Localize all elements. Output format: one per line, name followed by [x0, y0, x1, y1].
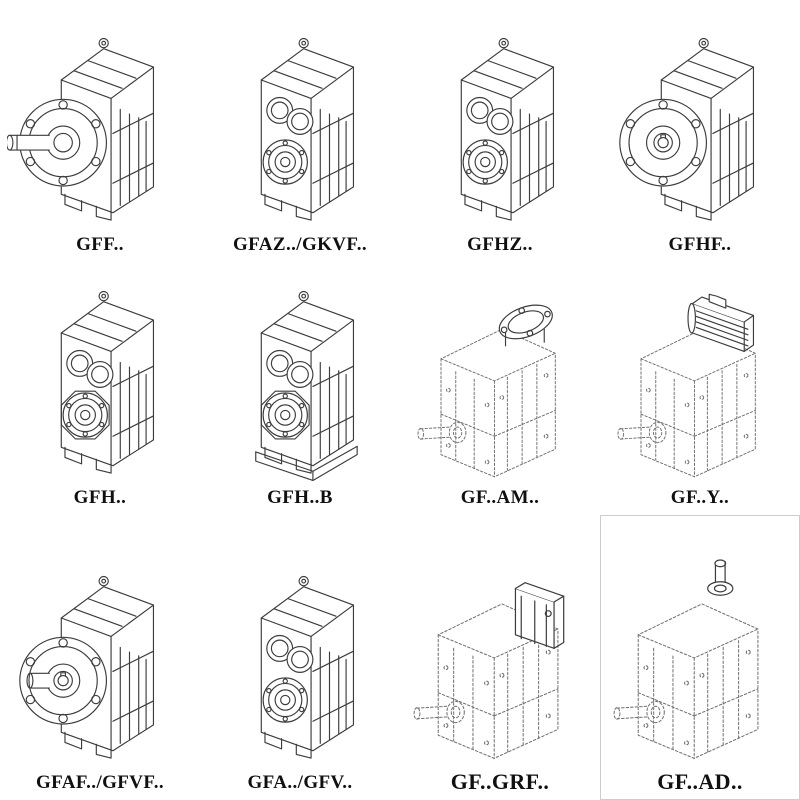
model-label: GFHF..	[668, 234, 732, 256]
catalog-item-gff: GFF..	[0, 0, 200, 262]
catalog-item-gf-grf: GF..GRF..	[400, 515, 600, 800]
model-label: GF..GRF..	[450, 768, 550, 794]
gearbox-drawing-flange-shaft-icon	[7, 38, 155, 221]
catalog-item-gfaz-gkvf: GFAZ../GKVF..	[200, 0, 400, 262]
catalog-item-gfh-b: GFH..B	[200, 262, 400, 515]
gearbox-drawing-flange-hollow-icon	[619, 38, 755, 221]
gearbox-drawing-hollow-bores-icon	[260, 38, 355, 221]
catalog-item-gf-am: GF..AM..	[400, 262, 600, 515]
catalog-item-gf-y: GF..Y..	[600, 262, 800, 515]
catalog-item-gf-ad: GF..AD..	[600, 515, 800, 800]
gearbox-drawing-shaft-mounted-icon	[260, 576, 355, 759]
model-label: GF..AD..	[657, 768, 743, 794]
catalog-item-gfhf: GFHF..	[600, 0, 800, 262]
gearbox-drawing-adapter-block-icon	[413, 581, 565, 759]
model-label: GFH..B	[267, 487, 333, 509]
model-label: GFAF../GFVF..	[35, 772, 164, 794]
model-label: GF..AM..	[460, 487, 540, 509]
model-label: GFH..	[73, 487, 127, 509]
model-label: GFA../GFV..	[247, 772, 353, 794]
gearbox-drawing-baseplate-icon	[255, 291, 358, 482]
gearbox-drawing-motor-icon	[617, 293, 756, 478]
catalog-item-gfa-gfv: GFA../GFV..	[200, 515, 400, 800]
gearbox-drawing-top-shaft-icon	[613, 559, 759, 759]
catalog-item-gfhz: GFHZ..	[400, 0, 600, 262]
gearbox-drawing-hollow-bores-icon	[460, 38, 555, 221]
catalog-item-gfh: GFH..	[0, 262, 200, 515]
model-label: GFAZ../GKVF..	[233, 234, 367, 256]
model-label: GFHZ..	[467, 234, 533, 256]
model-label: GF..Y..	[670, 487, 730, 509]
model-label: GFF..	[76, 234, 124, 256]
gearbox-drawing-foot-mounted-icon	[60, 291, 155, 474]
catalog-item-gfaf-gfvf: GFAF../GFVF..	[0, 515, 200, 800]
gearbox-drawing-flange-stub-icon	[19, 576, 155, 759]
gearbox-drawing-iec-adapter-icon	[417, 298, 558, 478]
